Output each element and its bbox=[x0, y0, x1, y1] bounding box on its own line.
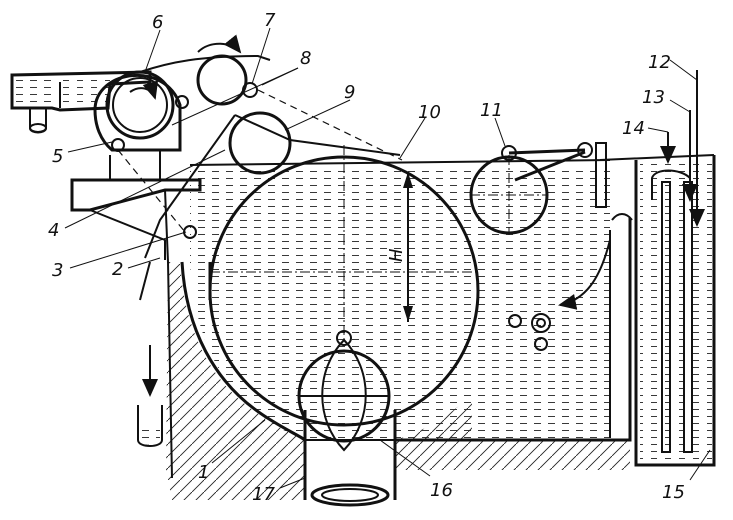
label-10: 10 bbox=[418, 102, 441, 123]
roll-11 bbox=[469, 142, 607, 235]
doctor-blade bbox=[139, 114, 236, 479]
label-16: 16 bbox=[430, 480, 453, 501]
label-7: 7 bbox=[264, 10, 276, 31]
label-13: 13 bbox=[642, 87, 665, 108]
apron-ledge bbox=[70, 150, 202, 263]
supply-pipes bbox=[660, 70, 705, 227]
dimension-h bbox=[403, 172, 413, 322]
label-17: 17 bbox=[252, 484, 275, 505]
couch-roll-9 bbox=[228, 111, 292, 175]
part-labels: 1 2 3 4 5 6 7 8 9 10 11 12 13 14 15 16 1… bbox=[48, 10, 685, 505]
roll-7 bbox=[196, 34, 258, 106]
leader-lines bbox=[64, 27, 711, 489]
pipe-17 bbox=[303, 410, 397, 507]
cylinder-mould-10 bbox=[208, 145, 480, 427]
dimension-h-label: H bbox=[386, 248, 407, 262]
felt-path bbox=[117, 54, 403, 239]
label-11: 11 bbox=[480, 100, 503, 121]
label-15: 15 bbox=[662, 482, 685, 503]
roll-6 bbox=[93, 70, 189, 152]
label-8: 8 bbox=[300, 48, 311, 69]
label-2: 2 bbox=[112, 259, 123, 280]
label-3: 3 bbox=[52, 260, 63, 281]
label-6: 6 bbox=[152, 12, 163, 33]
label-14: 14 bbox=[622, 118, 645, 139]
label-1: 1 bbox=[198, 462, 209, 483]
circulation bbox=[508, 239, 611, 351]
vat-outline bbox=[180, 154, 716, 467]
label-9: 9 bbox=[344, 82, 355, 103]
label-5: 5 bbox=[52, 146, 63, 167]
label-4: 4 bbox=[48, 220, 59, 241]
label-12: 12 bbox=[648, 52, 671, 73]
sample-tube bbox=[137, 345, 163, 447]
